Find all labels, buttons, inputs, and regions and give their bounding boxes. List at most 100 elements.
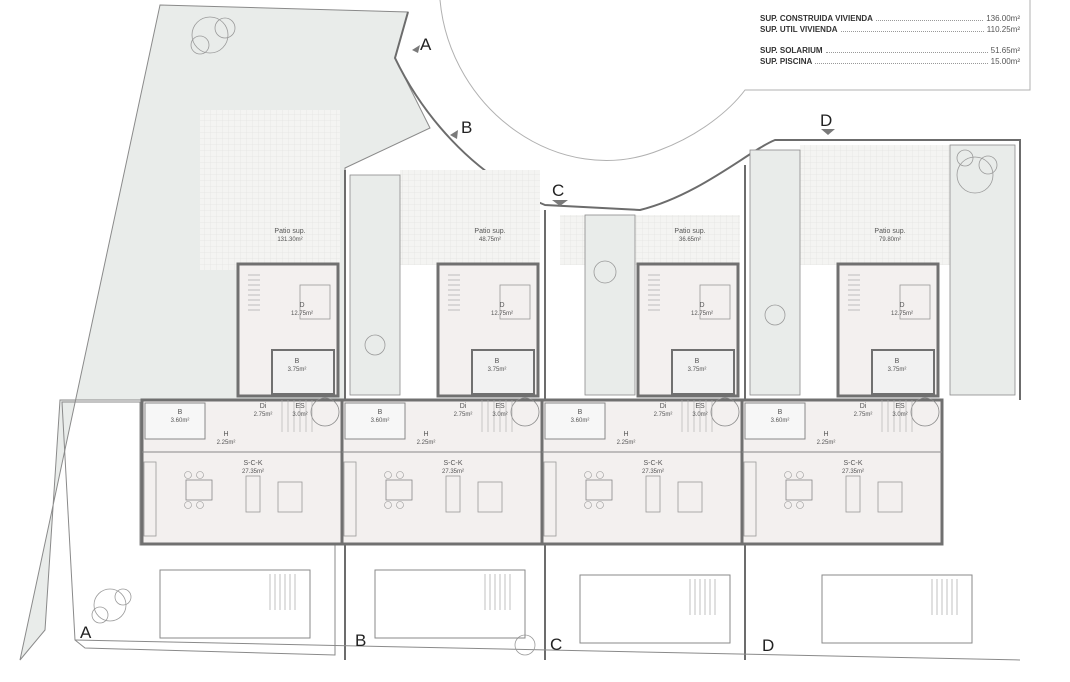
kitchen-counter-icon [743,461,757,537]
room-label-sck: S-C-K [443,460,462,467]
room-area-di: 2.75m² [654,412,673,418]
room-label-di: Di [660,403,667,410]
room-label-sck: S-C-K [643,460,662,467]
section-marker-arrow [821,129,835,135]
section-label-d-top: D [820,111,832,130]
room-label-sck: S-C-K [243,460,262,467]
room-area-h: 2.25m² [217,440,236,446]
kitchen-counter-icon [343,461,357,537]
room-area-es: 3.0m² [692,412,707,418]
room-area-es: 3.0m² [292,412,307,418]
room-label-b-lower: B [378,409,383,416]
garden-south-west [61,401,336,656]
deck-unit-1 [200,110,340,270]
room-label-sck: S-C-K [843,460,862,467]
room-area-h: 2.25m² [617,440,636,446]
room-label-b-upper: B [495,358,500,365]
bath-upper [671,349,735,395]
pool [821,574,973,644]
patio-label: Patio sup. [874,228,905,235]
patio-area: 131.30m² [277,237,302,243]
sofa-icon [845,475,861,513]
bath-lower [144,402,206,440]
island-icon [277,481,303,513]
room-area-b-lower: 3.60m² [171,418,190,424]
room-area-d: 12.75m² [691,311,713,317]
room-label-b-upper: B [295,358,300,365]
room-area-sck: 27.35m² [642,469,664,475]
room-area-d: 12.75m² [291,311,313,317]
room-area-b-upper: 3.75m² [888,367,907,373]
tree-icon [91,588,132,624]
room-label-d: D [299,302,304,309]
road-curve [439,0,1031,161]
room-area-b-lower: 3.60m² [771,418,790,424]
room-area-es: 3.0m² [492,412,507,418]
spiral-stair-icon [910,397,940,427]
section-label-c-top: C [552,181,564,200]
room-label-d: D [699,302,704,309]
dwelling-unit: Patio sup. 131.30m² D 12.75m² B 3.75m² Di 2.75m… [140,228,344,546]
room-label-h: H [423,431,428,438]
room-label-h: H [823,431,828,438]
room-area-di: 2.75m² [254,412,273,418]
patio-label: Patio sup. [674,228,705,235]
bath-upper [471,349,535,395]
spiral-stair-icon [310,397,340,427]
room-label-es: ES [695,403,705,410]
room-label-di: Di [460,403,467,410]
kitchen-counter-icon [143,461,157,537]
room-area-es: 3.0m² [892,412,907,418]
room-label-b-lower: B [178,409,183,416]
section-label-b-top: B [461,118,472,137]
room-area-di: 2.75m² [454,412,473,418]
pool-strip-1 [349,174,401,396]
dwelling-unit: Patio sup.48.75m²D12.75m²B3.75m²Di2.75m²… [340,228,544,546]
bath-lower [344,402,406,440]
room-area-sck: 27.35m² [842,469,864,475]
spiral-stair-icon [510,397,540,427]
pool-strip-3 [749,149,801,396]
dining-table-icon [585,479,613,501]
room-area-d: 12.75m² [491,311,513,317]
patio-label: Patio sup. [274,228,305,235]
bed-icon [899,284,931,320]
pool [374,569,526,639]
pool [579,574,731,644]
room-area-sck: 27.35m² [242,469,264,475]
island-icon [477,481,503,513]
room-label-di: Di [260,403,267,410]
island-icon [677,481,703,513]
dwelling-unit: Patio sup.79.80m²D12.75m²B3.75m²Di2.75m²… [740,228,944,546]
tree-icon [956,149,998,194]
room-label-es: ES [895,403,905,410]
section-marker-arrow [552,200,568,206]
bath-upper [271,349,335,395]
site-south-edge [74,639,1021,661]
sofa-icon [245,475,261,513]
pool [159,569,311,639]
room-area-b-upper: 3.75m² [488,367,507,373]
deck-unit-2 [400,170,540,265]
bath-lower [744,402,806,440]
patio-label: Patio sup. [474,228,505,235]
room-label-b-upper: B [695,358,700,365]
room-area-sck: 27.35m² [442,469,464,475]
sofa-icon [645,475,661,513]
deck-unit-4 [800,145,950,265]
dining-table-icon [385,479,413,501]
section-label-c-bottom: C [550,635,562,654]
room-label-es: ES [295,403,305,410]
pool-strip-2 [584,214,636,396]
room-label-di: Di [860,403,867,410]
section-markers [412,45,835,206]
bath-upper [871,349,935,395]
room-area-b-upper: 3.75m² [288,367,307,373]
section-label-d-bottom: D [762,636,774,655]
room-label-b-lower: B [578,409,583,416]
tree-group [91,16,998,656]
